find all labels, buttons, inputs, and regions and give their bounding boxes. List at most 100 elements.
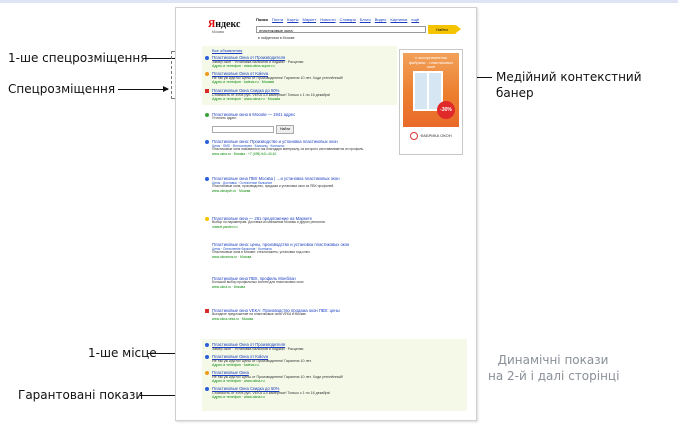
bottom-ad-4-url[interactable]: Адрес и телефон · www.okna.ru — [212, 395, 265, 399]
ad-favicon — [205, 72, 209, 76]
result-2-desc: Пластиковые окна, производство, продажа … — [212, 184, 335, 188]
top-ad-3-title[interactable]: Пластиковые Окна Скидка до 50% — [212, 88, 280, 93]
market-result: Пластиковые окна в Москве — 1941 адрес У… — [205, 112, 412, 134]
ad-favicon — [205, 371, 209, 375]
result-3-title[interactable]: Пластиковые окна — 281 предложение на Ма… — [212, 216, 313, 221]
discount-badge: -30% — [437, 101, 455, 119]
top-ad-2: Пластиковые Окна от Kaleva Не так уж кру… — [205, 71, 392, 84]
result-6-url[interactable]: www.okna-veka.ru · Москва — [212, 316, 254, 321]
result-6-title[interactable]: Пластиковые окна VEKA: Производство прод… — [212, 308, 340, 313]
search-scope-radios[interactable]: в найденном в Москве — [258, 36, 295, 40]
top-ad-1: Пластиковые Окна от Производителя Замер … — [205, 55, 392, 68]
bracket-special — [171, 51, 177, 99]
callout-special: Спецрозміщення — [8, 82, 116, 96]
bottom-ad-2-url[interactable]: Адрес и телефон · kaleva.ru — [212, 363, 259, 367]
result-4-sitelinks[interactable]: Цены · Остекление балконов · Контакты — [212, 247, 272, 251]
top-ad-3-url[interactable]: Адрес и телефон · www.okna.ru · Москва — [212, 97, 281, 101]
market-find-button[interactable]: Найти — [276, 125, 294, 134]
arrow-guaranteed — [140, 392, 181, 398]
organic-result-3: Пластиковые окна — 281 предложение на Ма… — [205, 216, 412, 229]
bottom-ad-3: Пластиковые Окна Не так уж кругло! Цены … — [205, 370, 392, 383]
result-4-url[interactable]: www.oknamos.ru · Москва — [212, 254, 252, 259]
top-ad-1-desc: Замер окон · Установка балконов и лоджий… — [212, 60, 304, 64]
nav-search[interactable]: Поиск — [256, 17, 269, 22]
nav-video[interactable]: Видео — [374, 17, 387, 22]
organic-result-5: Пластиковые окна ПВХ, профиль Монблан Бо… — [212, 276, 412, 289]
yandex-logo[interactable]: Яндекс — [208, 19, 241, 30]
result-3-desc: Выбор по параметрам. Доставка из магазин… — [212, 220, 326, 224]
result-1-title[interactable]: Пластиковые окна: Производство и установ… — [212, 139, 338, 144]
bottom-ad-1-title[interactable]: Пластиковые Окна от Производителя — [212, 342, 286, 347]
callout-banner: Медійний контекстний — [496, 70, 642, 84]
market-title[interactable]: Пластиковые окна в Москве — 1941 адрес — [212, 112, 296, 117]
result-6-desc: Выгодное предложение на пластиковые окна… — [212, 312, 307, 316]
result-1-sitelinks[interactable]: Цены · SMS · Фотогалерея · Балконы · Кон… — [212, 144, 285, 148]
result-favicon — [205, 217, 209, 221]
organic-result-4: Пластиковые окна: цены, производство и у… — [212, 242, 412, 259]
market-icon — [205, 113, 209, 117]
top-ad-2-desc: Не так уж кругло! Цены от Производителя!… — [212, 76, 344, 80]
city-label: Москва — [212, 30, 224, 34]
nav-blogs[interactable]: Блоги — [359, 17, 371, 22]
result-favicon — [205, 140, 209, 144]
bottom-ad-1-desc: Замер окон · Установка балконов и лоджий… — [212, 347, 304, 351]
result-5-title[interactable]: Пластиковые окна ПВХ, профиль Монблан — [212, 276, 296, 281]
nav-market[interactable]: Маркет — [302, 17, 317, 22]
result-favicon — [205, 309, 209, 313]
nav-maps[interactable]: Карты — [287, 17, 299, 22]
nav-mail[interactable]: Почта — [272, 17, 284, 22]
top-ad-1-url[interactable]: Адрес и телефон · www.okna-super.ru — [212, 64, 275, 68]
nav-more[interactable]: ещё — [411, 17, 420, 22]
bottom-ad-4-desc: Стоимость от 4994 руб. VEKA 3-х камерные… — [212, 391, 331, 395]
organic-result-1: Пластиковые окна: Производство и установ… — [205, 139, 412, 156]
result-4-desc: Пластиковые окна в Москве: стеклопакеты,… — [212, 250, 311, 254]
callout-dynamic-2: на 2-й і далі сторінці — [488, 369, 620, 383]
market-desc: Уточнить адрес: — [212, 116, 237, 120]
result-5-url[interactable]: www.okna.ru · Москва — [212, 284, 246, 289]
ad-favicon — [205, 56, 209, 60]
top-ad-1-title[interactable]: Пластиковые Окна от Производителя — [212, 55, 286, 60]
top-ad-2-title[interactable]: Пластиковые Окна от Kaleva — [212, 71, 269, 76]
result-favicon — [205, 177, 209, 181]
organic-result-2: Пластиковые окна ПВХ Москва | …и установ… — [205, 176, 412, 193]
nav-images[interactable]: Картинки — [390, 17, 408, 22]
search-button[interactable]: Найти — [428, 25, 461, 34]
organic-result-6: Пластиковые окна VEKA: Производство прод… — [205, 308, 412, 321]
callout-banner-2: банер — [496, 86, 534, 100]
top-ads-block — [202, 46, 397, 105]
top-ad-3: Пластиковые Окна Скидка до 50% Стоимость… — [205, 88, 392, 101]
top-ad-3-desc: Стоимость от 4994 руб. VEKA 3-х камерные… — [212, 93, 331, 97]
result-1-url[interactable]: www.okna.ru · Москва · +7 (495) 641-40-4… — [212, 151, 277, 156]
callout-special-first: 1-ше спецрозміщення — [8, 51, 148, 65]
result-2-sitelinks[interactable]: Цены · Доставка · Остекление балконов — [212, 181, 272, 185]
top-strip — [0, 0, 678, 3]
nav-dictionaries[interactable]: Словари — [339, 17, 356, 22]
market-address-input[interactable] — [212, 126, 274, 133]
bottom-ad-2: Пластиковые Окна от Kaleva Не так уж кру… — [205, 354, 392, 367]
result-5-desc: Большой выбор профильных систем для плас… — [212, 280, 305, 284]
result-3-url[interactable]: market.yandex.ru — [212, 224, 238, 229]
ad-favicon — [205, 89, 209, 93]
ad-favicon — [205, 355, 209, 359]
all-ads-link[interactable]: Все объявления — [212, 48, 243, 53]
bottom-ad-3-url[interactable]: Адрес и телефон · www.okna.ru — [212, 379, 265, 383]
search-input[interactable]: пластиковые окна — [256, 26, 426, 33]
result-2-title[interactable]: Пластиковые окна ПВХ Москва | …и установ… — [212, 176, 340, 181]
callout-first-place: 1-ше місце — [88, 346, 157, 360]
bottom-ad-2-title[interactable]: Пластиковые Окна от Kaleva — [212, 354, 269, 359]
bottom-ad-3-title[interactable]: Пластиковые Окна — [212, 370, 249, 375]
result-2-url[interactable]: www.oknapvh.ru · Москва — [212, 188, 251, 193]
banner-brand: ФАБРИКА ОКОН — [403, 132, 459, 148]
arrow-special — [118, 86, 169, 92]
result-4-title[interactable]: Пластиковые окна: цены, производство и у… — [212, 242, 350, 247]
ad-favicon — [205, 387, 209, 391]
bottom-ad-1: Пластиковые Окна от Производителя Замер … — [205, 342, 392, 351]
nav-news[interactable]: Новости — [320, 17, 336, 22]
top-ad-2-url[interactable]: Адрес и телефон · kaleva.ru · Москва — [212, 80, 275, 84]
result-1-desc: Пластиковые окна называются так благодар… — [212, 147, 365, 151]
bottom-ad-2-desc: Не так уж кругло! Цены от Производителя!… — [212, 359, 312, 363]
media-banner[interactable]: с ассортиментом фабрики... пластиковых о… — [399, 49, 463, 155]
bottom-ad-4-title[interactable]: Пластиковые Окна Скидка до 50% — [212, 386, 280, 391]
